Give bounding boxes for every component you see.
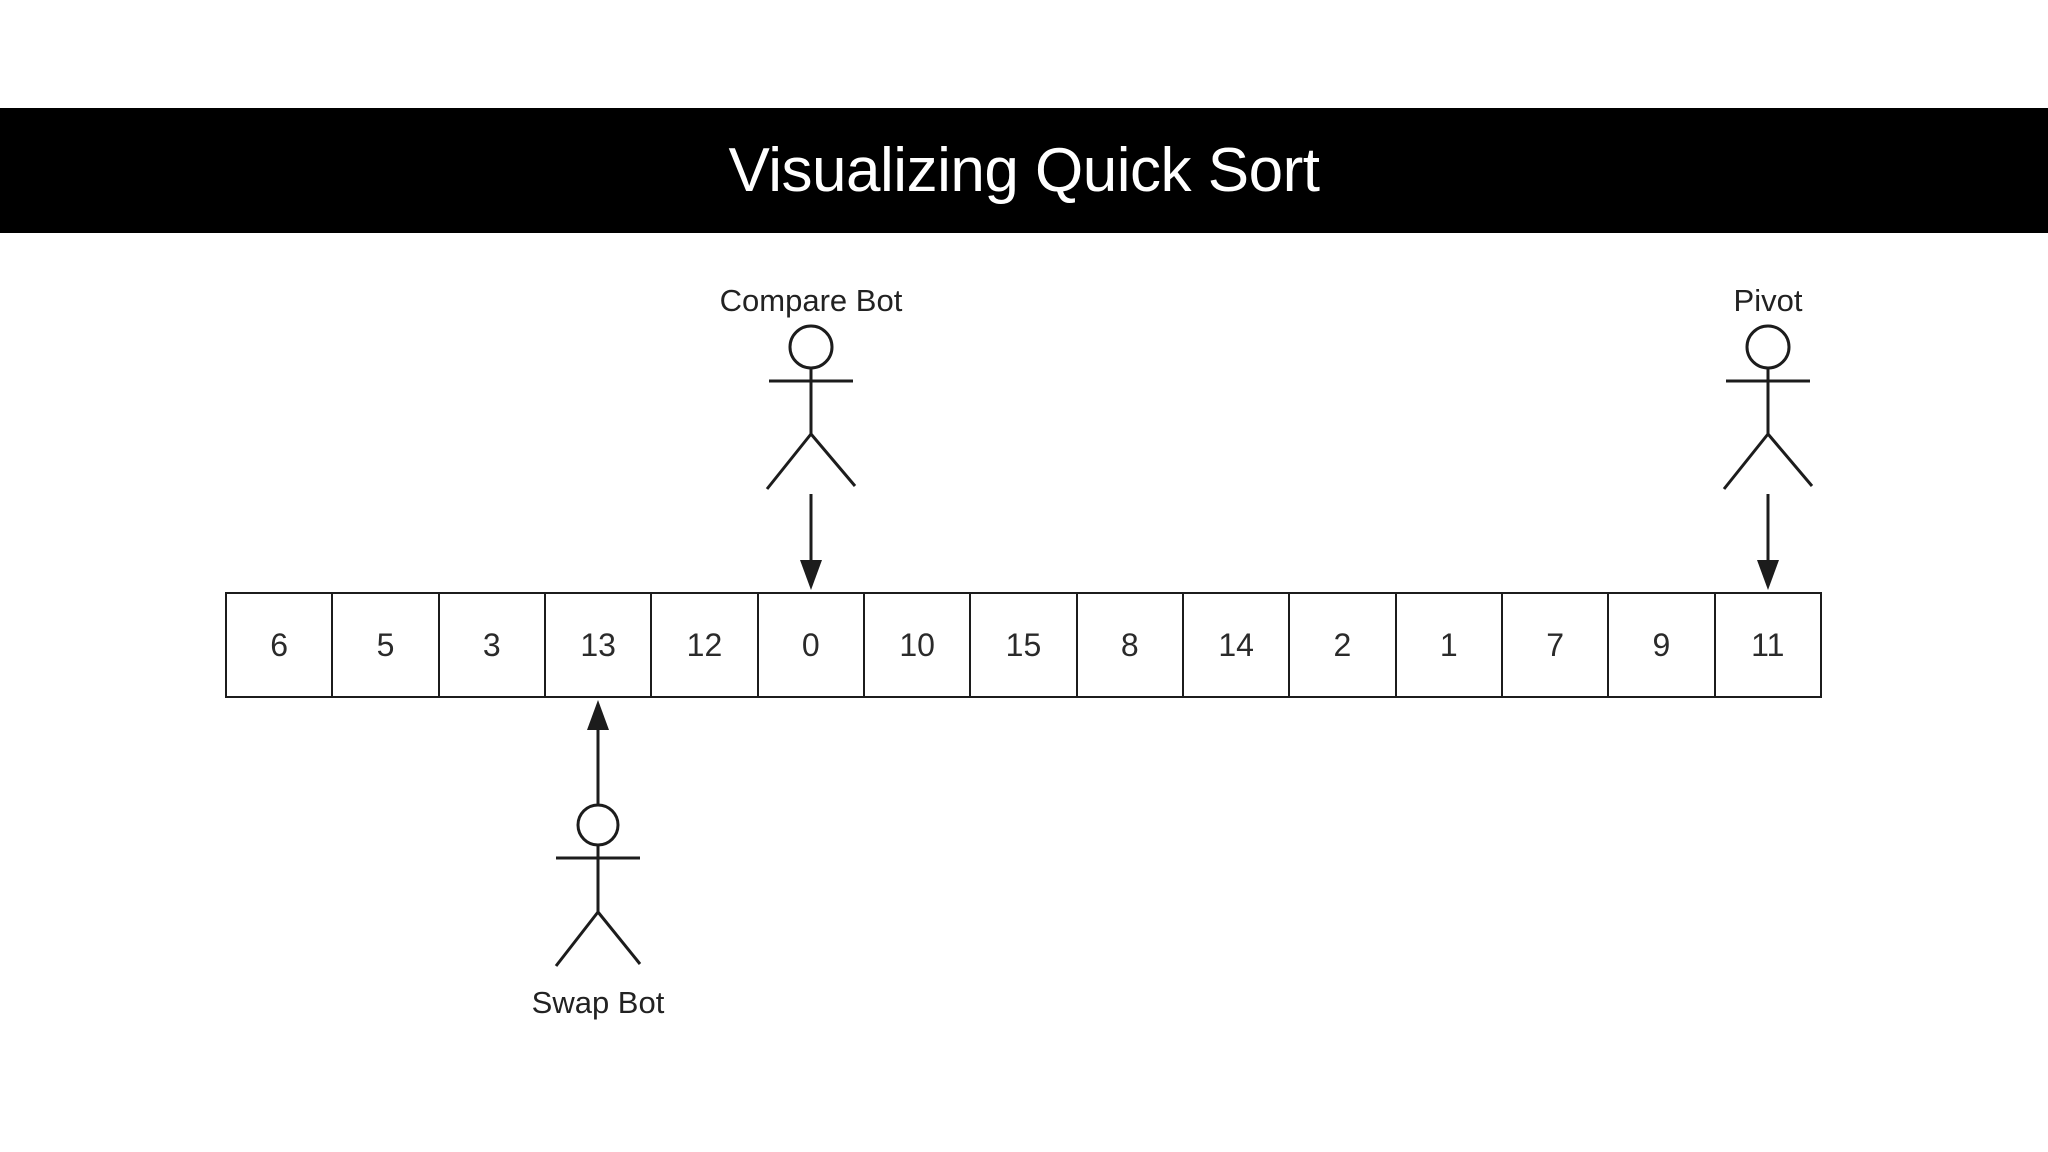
array-cell: 11 bbox=[1751, 626, 1785, 663]
array-cell: 13 bbox=[546, 594, 653, 696]
pivot-right-leg bbox=[1766, 433, 1814, 487]
swap-bot-right-leg bbox=[596, 911, 642, 965]
array-cell: 3 bbox=[440, 594, 546, 696]
array-cell: 10 bbox=[865, 594, 972, 696]
compare-bot-left-leg bbox=[765, 433, 813, 490]
array-cell: 8 bbox=[1078, 594, 1184, 696]
swap-bot-label: Swap Bot bbox=[531, 985, 665, 1020]
pivot-arrow-down-icon bbox=[1757, 494, 1779, 590]
swap-arrow-up-icon bbox=[587, 700, 609, 804]
array-cell: 2 bbox=[1290, 594, 1397, 696]
pivot-head bbox=[1745, 324, 1791, 370]
array: 6 5 3 13 12 0 10 15 8 14 2 1 7 9 11 bbox=[225, 592, 1822, 698]
array-cell: 1 bbox=[1397, 594, 1503, 696]
array-cell: 12 bbox=[652, 594, 759, 696]
page-title: Visualizing Quick Sort bbox=[728, 136, 1320, 205]
pivot-person-icon bbox=[1722, 324, 1814, 490]
title-bar: Visualizing Quick Sort bbox=[0, 108, 2048, 233]
compare-bot-person-icon bbox=[765, 324, 857, 490]
array-cell: 5 bbox=[333, 594, 440, 696]
compare-arrow-down-icon bbox=[800, 494, 822, 590]
pivot-label: Pivot bbox=[1733, 283, 1803, 318]
pivot-left-leg bbox=[1722, 433, 1770, 490]
array-cell: 9 bbox=[1609, 594, 1716, 696]
array-cell: 14 bbox=[1184, 594, 1291, 696]
swap-bot-left-leg bbox=[554, 911, 600, 967]
swap-bot-person-icon bbox=[554, 803, 642, 967]
compare-bot-head bbox=[788, 324, 834, 370]
swap-bot-head bbox=[576, 803, 620, 847]
array-cell: 15 bbox=[971, 594, 1078, 696]
array-cell: 7 bbox=[1503, 594, 1610, 696]
array-cell: 0 bbox=[759, 594, 865, 696]
array-cell: 6 bbox=[227, 594, 334, 696]
compare-bot-label: Compare Bot bbox=[719, 283, 903, 318]
compare-bot-right-leg bbox=[809, 433, 857, 487]
